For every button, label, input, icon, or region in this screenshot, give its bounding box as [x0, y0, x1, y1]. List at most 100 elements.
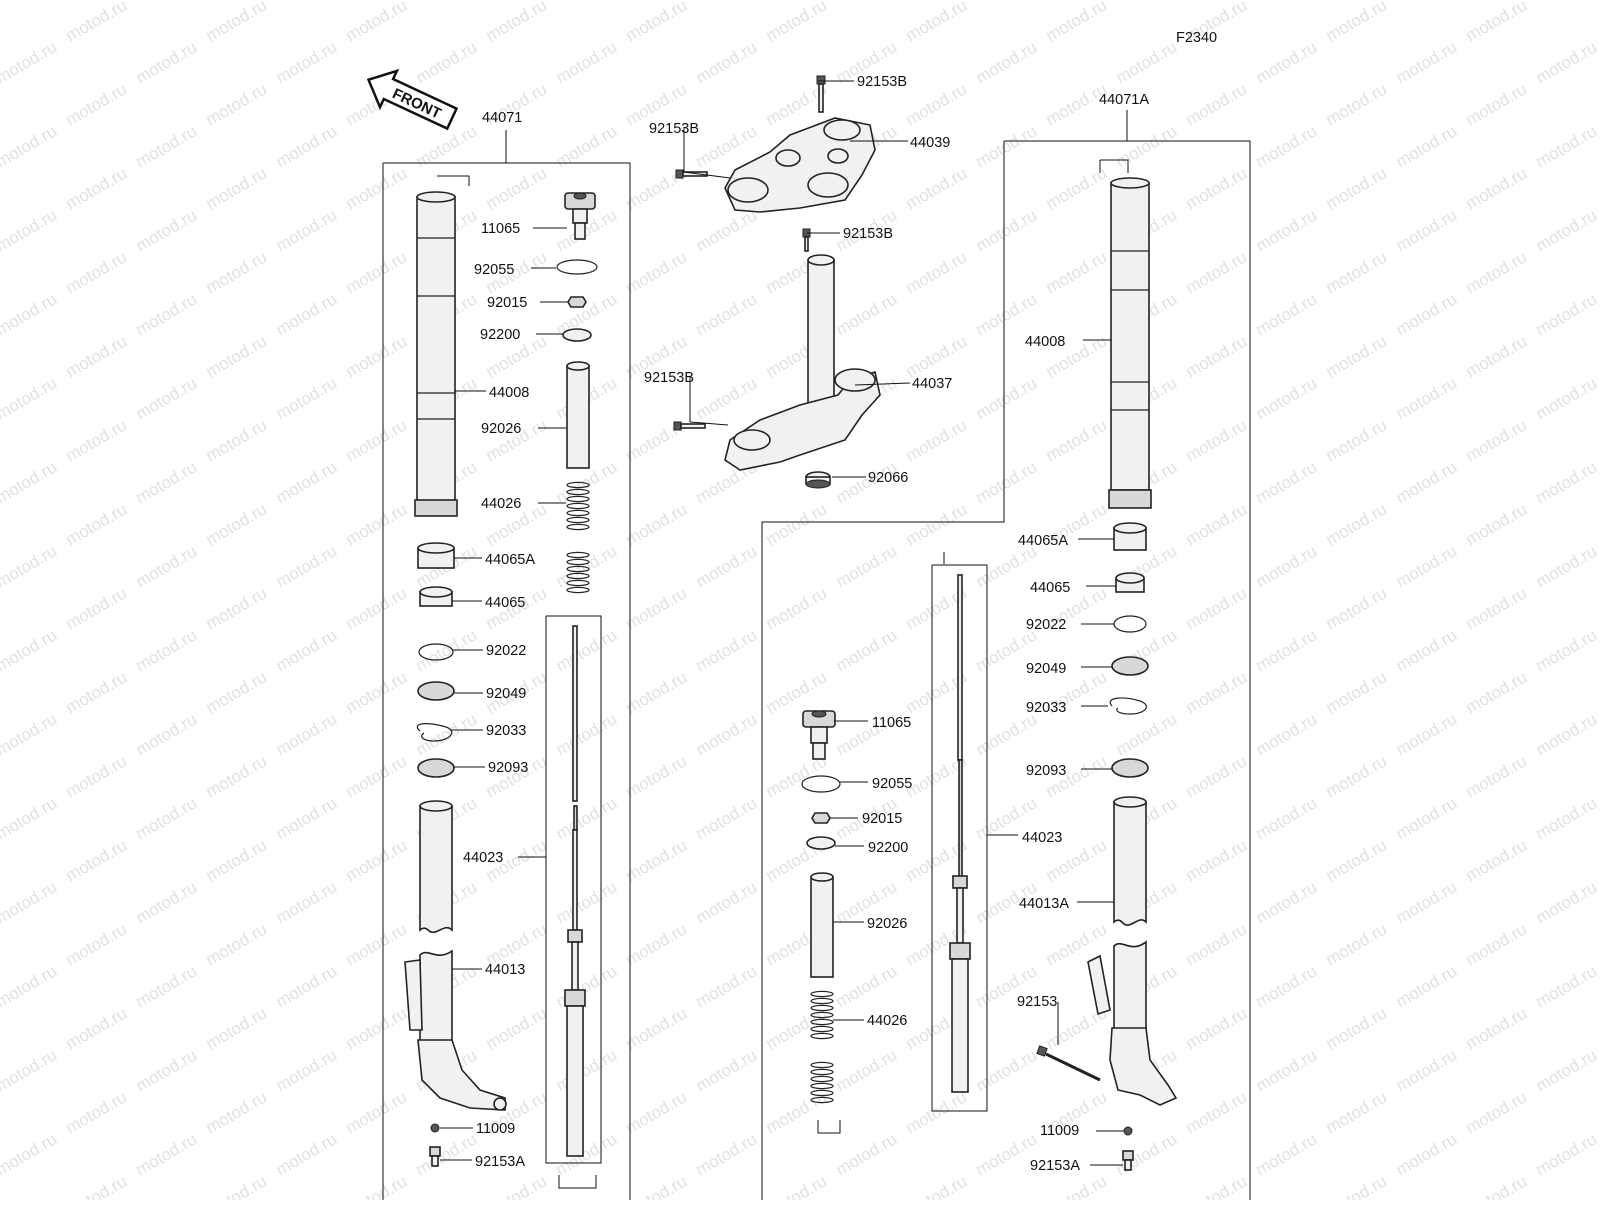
- watermark-text: motod.ru: [203, 919, 271, 969]
- watermark-text: motod.ru: [343, 583, 411, 633]
- label-r-44023: 44023: [1022, 830, 1062, 846]
- watermark-text: motod.ru: [0, 793, 60, 843]
- label-r-92153: 92153: [1017, 994, 1057, 1010]
- watermark-text: motod.ru: [1183, 499, 1251, 549]
- watermark-text: motod.ru: [63, 415, 131, 465]
- watermark-text: motod.ru: [1323, 1171, 1391, 1200]
- watermark-text: motod.ru: [1253, 709, 1321, 759]
- watermark-text: motod.ru: [1533, 457, 1600, 507]
- watermark-text: motod.ru: [903, 499, 971, 549]
- watermark-text: motod.ru: [203, 835, 271, 885]
- watermark-text: motod.ru: [833, 625, 901, 675]
- watermark-text: motod.ru: [1393, 1045, 1461, 1095]
- watermark-text: motod.ru: [693, 625, 761, 675]
- watermark-text: motod.ru: [203, 163, 271, 213]
- spring-coil: [567, 524, 589, 529]
- watermark-text: motod.ru: [1393, 205, 1461, 255]
- watermark-text: motod.ru: [343, 1087, 411, 1137]
- watermark-text: motod.ru: [1253, 373, 1321, 423]
- watermark-text: motod.ru: [553, 793, 621, 843]
- watermark-text: motod.ru: [763, 667, 831, 717]
- watermark-text: motod.ru: [203, 415, 271, 465]
- watermark-text: motod.ru: [1253, 0, 1321, 3]
- watermark-text: motod.ru: [693, 289, 761, 339]
- watermark-text: motod.ru: [0, 709, 60, 759]
- watermark-text: motod.ru: [273, 205, 341, 255]
- label-r-44026: 44026: [867, 1013, 907, 1029]
- watermark-text: motod.ru: [273, 1045, 341, 1095]
- watermark-text: motod.ru: [63, 247, 131, 297]
- watermark-text: motod.ru: [1393, 625, 1461, 675]
- left-damper-rod: [565, 626, 585, 1156]
- stem-seal-92066: [806, 472, 830, 488]
- watermark-text: motod.ru: [1113, 709, 1181, 759]
- watermark-text: motod.ru: [623, 583, 691, 633]
- watermark-text: motod.ru: [0, 1045, 60, 1095]
- watermark-text: motod.ru: [133, 1129, 201, 1179]
- watermark-text: motod.ru: [1183, 247, 1251, 297]
- left-bolt-92153a: [430, 1147, 440, 1166]
- right-bolt-92153a: [1123, 1151, 1133, 1170]
- watermark-text: motod.ru: [133, 373, 201, 423]
- watermark-text: motod.ru: [203, 1003, 271, 1053]
- watermark-text: motod.ru: [833, 1045, 901, 1095]
- watermark-text: motod.ru: [133, 709, 201, 759]
- watermark-text: motod.ru: [203, 79, 271, 129]
- watermark-text: motod.ru: [63, 0, 131, 45]
- watermark-text: motod.ru: [1393, 457, 1461, 507]
- label-r-92022: 92022: [1026, 617, 1066, 633]
- watermark-text: motod.ru: [63, 331, 131, 381]
- watermark-text: motod.ru: [1183, 1087, 1251, 1137]
- watermark-text: motod.ru: [133, 877, 201, 927]
- watermark-text: motod.ru: [133, 121, 201, 171]
- watermark-text: motod.ru: [1183, 751, 1251, 801]
- watermark-text: motod.ru: [63, 499, 131, 549]
- watermark-text: motod.ru: [273, 1129, 341, 1179]
- label-r-92153a: 92153A: [1030, 1158, 1080, 1174]
- watermark-text: motod.ru: [1323, 331, 1391, 381]
- watermark-text: motod.ru: [133, 793, 201, 843]
- watermark-text: motod.ru: [623, 751, 691, 801]
- watermark-text: motod.ru: [1463, 583, 1531, 633]
- watermark-text: motod.ru: [833, 0, 901, 3]
- watermark-text: motod.ru: [973, 37, 1041, 87]
- watermark-text: motod.ru: [833, 289, 901, 339]
- watermark-text: motod.ru: [1323, 163, 1391, 213]
- watermark-text: motod.ru: [1393, 793, 1461, 843]
- watermark-text: motod.ru: [623, 835, 691, 885]
- watermark-text: motod.ru: [343, 0, 411, 45]
- watermark-text: motod.ru: [343, 415, 411, 465]
- watermark-text: motod.ru: [1183, 583, 1251, 633]
- watermark-text: motod.ru: [1533, 793, 1600, 843]
- watermark-text: motod.ru: [623, 919, 691, 969]
- watermark-text: motod.ru: [273, 709, 341, 759]
- left-bushing-a: [418, 543, 454, 568]
- watermark-text: motod.ru: [273, 793, 341, 843]
- label-r-44008: 44008: [1025, 334, 1065, 350]
- watermark-text: motod.ru: [343, 751, 411, 801]
- label-l-92093: 92093: [488, 760, 528, 776]
- right-oil-seal: [1112, 657, 1148, 675]
- watermark-text: motod.ru: [1463, 919, 1531, 969]
- watermark-text: motod.ru: [1043, 0, 1111, 45]
- watermark-text: motod.ru: [1253, 793, 1321, 843]
- watermark-text: motod.ru: [553, 1129, 621, 1179]
- watermark-text: motod.ru: [1533, 877, 1600, 927]
- watermark-text: motod.ru: [973, 0, 1041, 3]
- right-fork-group-label: 44071A: [1099, 92, 1149, 108]
- left-collar: [567, 362, 589, 468]
- label-r-92033: 92033: [1026, 700, 1066, 716]
- watermark-text: motod.ru: [0, 541, 60, 591]
- watermark-text: motod.ru: [1463, 667, 1531, 717]
- right-spring-bracket: [818, 1120, 840, 1133]
- watermark-text: motod.ru: [0, 457, 60, 507]
- watermark-text: motod.ru: [63, 1087, 131, 1137]
- watermark-text: motod.ru: [833, 1129, 901, 1179]
- watermark-text: motod.ru: [903, 163, 971, 213]
- watermark-text: motod.ru: [1323, 919, 1391, 969]
- watermark-text: motod.ru: [973, 709, 1041, 759]
- watermark-text: motod.ru: [1463, 1003, 1531, 1053]
- watermark-text: motod.ru: [1183, 667, 1251, 717]
